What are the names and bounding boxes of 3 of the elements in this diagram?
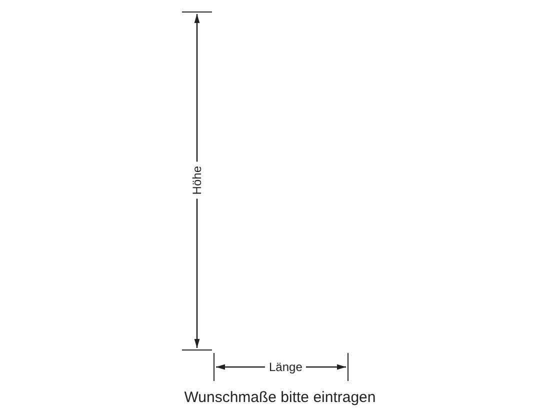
dimension-label: Höhe <box>190 162 204 199</box>
dimension-label: Länge <box>265 360 306 374</box>
caption: Wunschmaße bitte eintragen <box>184 389 376 406</box>
